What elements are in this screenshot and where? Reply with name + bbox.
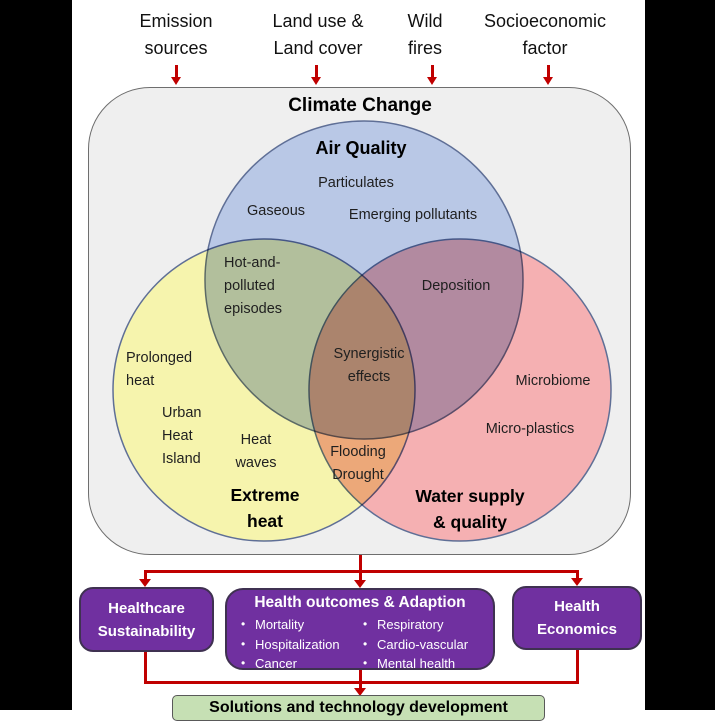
solutions-box: Solutions and technology development xyxy=(172,695,545,721)
down-arrow-icon xyxy=(139,579,151,587)
bullet-icon: • xyxy=(363,636,368,651)
down-arrow-icon xyxy=(171,77,181,85)
label-particulates: Particulates xyxy=(318,175,394,191)
label-gaseous: Gaseous xyxy=(246,203,306,219)
label-heat-waves: Heat waves xyxy=(235,432,277,471)
bullet-icon: • xyxy=(241,656,246,670)
driver-label-emission-sources: Emission sources xyxy=(139,11,213,58)
bullet-item: •Respiratory xyxy=(363,615,493,635)
right-pillarbox xyxy=(645,0,715,710)
bullet-icon: • xyxy=(241,636,246,651)
healthcare-sustainability-box: Healthcare Sustainability xyxy=(79,587,214,652)
health-outcomes-bullets: •Mortality •Hospitalization •Cancer •Res… xyxy=(227,615,493,674)
connector-line xyxy=(358,555,362,572)
driver-label-land-use: Land use & Land cover xyxy=(272,11,364,58)
down-arrow-icon xyxy=(354,580,366,588)
connector-line xyxy=(143,570,147,579)
down-arrow-icon xyxy=(430,65,434,77)
label-micro-plastics: Micro-plastics xyxy=(485,421,575,437)
bullet-item: •Cardio-vascular xyxy=(363,635,493,655)
air-quality-title: Air Quality xyxy=(315,138,407,158)
down-arrow-icon xyxy=(174,65,178,77)
down-arrow-icon xyxy=(314,65,318,77)
connector-line xyxy=(358,570,362,580)
connector-line xyxy=(575,570,579,578)
health-economics-box: Health Economics xyxy=(512,586,642,650)
connector-line xyxy=(575,650,579,684)
bullet-item: •Hospitalization xyxy=(241,635,363,655)
water-supply-title: Water supply & quality xyxy=(415,486,525,532)
down-arrow-icon xyxy=(311,77,321,85)
driver-label-socioeconomic: Socioeconomic factor xyxy=(483,11,607,58)
bullet-icon: • xyxy=(241,617,246,631)
down-arrow-icon xyxy=(354,688,366,696)
down-arrow-icon xyxy=(546,65,550,77)
label-synergistic-effects: Synergistic effects xyxy=(333,346,405,385)
health-outcomes-box: Health outcomes & Adaption •Mortality •H… xyxy=(225,588,495,671)
bullet-item: •Cancer xyxy=(241,654,363,674)
down-arrow-icon xyxy=(571,578,583,586)
label-deposition: Deposition xyxy=(421,278,491,294)
health-outcomes-title: Health outcomes & Adaption xyxy=(254,594,466,611)
extreme-heat-title: Extreme heat xyxy=(230,485,300,531)
connector-line xyxy=(143,652,147,684)
down-arrow-icon xyxy=(427,77,437,85)
climate-change-title: Climate Change xyxy=(288,95,432,116)
connector-line xyxy=(358,670,362,688)
bullet-item: •Mental health xyxy=(363,654,493,674)
down-arrow-icon xyxy=(543,77,553,85)
left-pillarbox xyxy=(0,0,72,710)
label-emerging-pollutants: Emerging pollutants xyxy=(348,207,478,223)
label-prolonged-heat: Prolonged heat xyxy=(126,350,193,389)
driver-label-wild-fires: Wild fires xyxy=(407,11,443,58)
label-microbiome: Microbiome xyxy=(515,373,591,389)
label-urban-heat-island: Urban Heat Island xyxy=(162,405,202,467)
bullet-icon: • xyxy=(363,617,368,631)
bullet-icon: • xyxy=(363,656,368,670)
label-hot-and-polluted: Hot-and- polluted episodes xyxy=(224,255,283,317)
bullet-item: •Mortality xyxy=(241,615,363,635)
label-flooding-drought: Flooding Drought xyxy=(330,444,386,483)
